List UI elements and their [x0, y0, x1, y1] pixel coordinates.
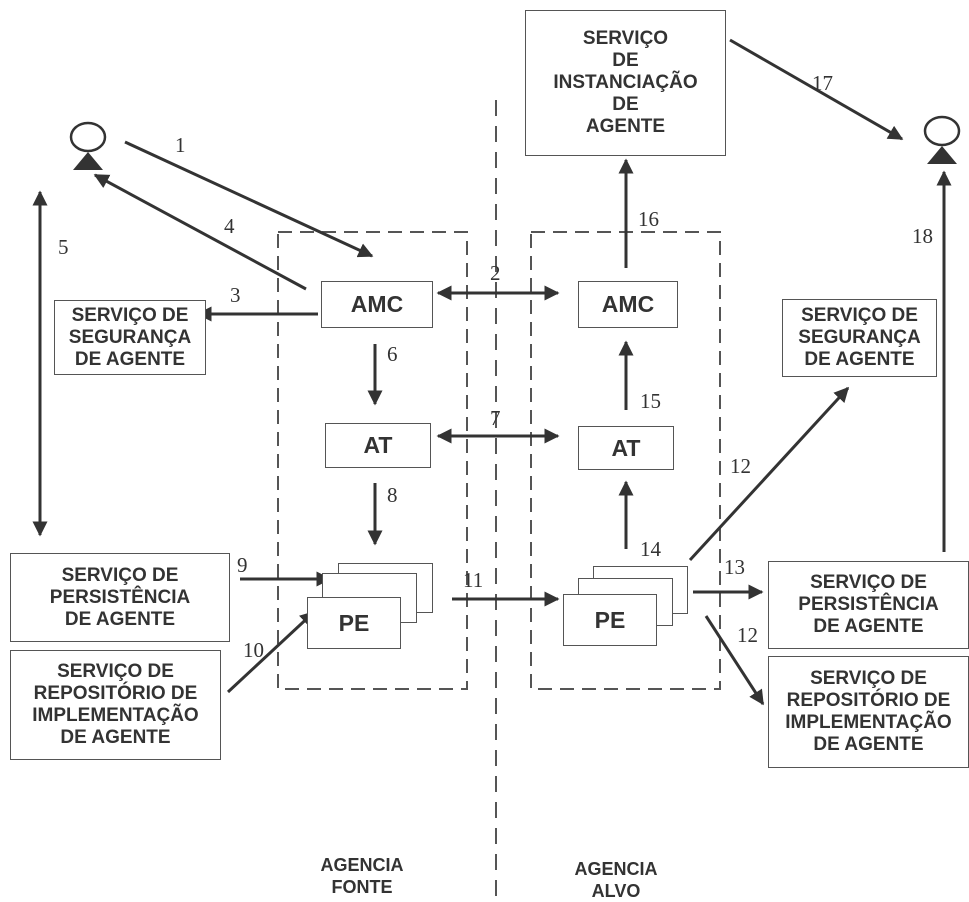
- arrow-10: [226, 610, 316, 694]
- box-line: SERVIÇO DE: [61, 564, 179, 586]
- step-label: 9: [237, 553, 248, 577]
- at-alvo-box: AT: [578, 426, 674, 470]
- arrow-12-upper: [688, 386, 850, 562]
- step-label: 11: [463, 568, 483, 592]
- box-line: REPOSITÓRIO DE: [33, 683, 198, 704]
- box-line: INSTANCIAÇÃO: [553, 72, 698, 93]
- agencia-alvo-label: AGENCIA ALVO: [546, 858, 686, 902]
- component-label: PE: [594, 606, 626, 633]
- step-label: 1: [175, 133, 186, 157]
- box-line: DE: [612, 94, 639, 115]
- box-line: AGENTE: [585, 116, 666, 137]
- footer-line: ALVO: [591, 881, 641, 901]
- agencia-fonte-label: AGENCIA FONTE: [292, 854, 432, 898]
- arrow-12-lower: [704, 615, 765, 706]
- box-line: DE AGENTE: [74, 348, 186, 370]
- footer-line: AGENCIA: [574, 859, 658, 879]
- agencia-fonte-boundary: [277, 231, 468, 690]
- at-fonte-box: AT: [325, 423, 431, 468]
- box-line: DE AGENTE: [60, 727, 171, 748]
- step-label: 14: [640, 537, 662, 561]
- step-label: 3: [230, 283, 241, 307]
- amc-alvo-box: AMC: [578, 281, 678, 328]
- user-icon: [69, 121, 107, 170]
- component-label: AMC: [350, 291, 404, 317]
- box-line: IMPLEMENTAÇÃO: [785, 712, 952, 733]
- box-line: DE AGENTE: [64, 608, 176, 630]
- servico-repositorio-fonte-box: SERVIÇO DE REPOSITÓRIO DE IMPLEMENTAÇÃO …: [10, 650, 221, 760]
- box-line: SERVIÇO DE: [810, 572, 927, 593]
- step-label: 4: [224, 214, 235, 238]
- pe-fonte-box: PE: [307, 597, 401, 649]
- servico-seguranca-alvo-box: SERVIÇO DE SEGURANÇA DE AGENTE: [782, 299, 937, 377]
- step-label: 15: [640, 389, 661, 413]
- servico-seguranca-fonte-box: SERVIÇO DE SEGURANÇA DE AGENTE: [54, 300, 206, 375]
- step-label: 12: [737, 623, 758, 647]
- footer-line: AGENCIA: [320, 855, 404, 875]
- box-line: REPOSITÓRIO DE: [786, 690, 951, 711]
- component-label: AMC: [601, 291, 655, 317]
- servico-persistencia-fonte-box: SERVIÇO DE PERSISTÊNCIA DE AGENTE: [10, 553, 230, 642]
- box-line: PERSISTÊNCIA: [798, 594, 939, 615]
- step-label: 18: [912, 224, 933, 248]
- component-label: PE: [338, 609, 370, 636]
- servico-instanciacao-box: SERVIÇO DE INSTANCIAÇÃO DE AGENTE: [525, 10, 726, 156]
- step-label: 8: [387, 483, 398, 507]
- box-line: SERVIÇO DE: [801, 305, 918, 326]
- component-label: AT: [363, 432, 393, 458]
- arrow-4: [93, 173, 307, 291]
- box-line: PERSISTÊNCIA: [49, 586, 191, 608]
- box-line: SERVIÇO DE: [57, 661, 174, 682]
- step-label: 12: [730, 454, 751, 478]
- step-label: 2: [490, 261, 501, 285]
- servico-persistencia-alvo-box: SERVIÇO DE PERSISTÊNCIA DE AGENTE: [768, 561, 969, 649]
- step-label: 7: [490, 406, 501, 430]
- box-line: SEGURANÇA: [798, 327, 921, 348]
- step-label: 13: [724, 555, 745, 579]
- box-line: SEGURANÇA: [68, 326, 192, 348]
- box-line: DE AGENTE: [813, 616, 924, 637]
- footer-line: FONTE: [331, 877, 393, 897]
- pe-alvo-box: PE: [563, 594, 657, 646]
- arrow-17: [729, 38, 904, 141]
- arrow-1: [124, 140, 374, 258]
- step-label: 16: [638, 207, 659, 231]
- step-label: 10: [243, 638, 264, 662]
- box-line: SERVIÇO DE: [810, 668, 927, 689]
- amc-fonte-box: AMC: [321, 281, 433, 328]
- step-label: 5: [58, 235, 69, 259]
- box-line: SERVIÇO: [582, 28, 669, 49]
- box-line: DE AGENTE: [804, 349, 915, 370]
- servico-repositorio-alvo-box: SERVIÇO DE REPOSITÓRIO DE IMPLEMENTAÇÃO …: [768, 656, 969, 768]
- user-icon: [923, 115, 961, 164]
- step-label: 6: [387, 342, 398, 366]
- box-line: DE AGENTE: [813, 734, 924, 755]
- component-label: AT: [611, 434, 641, 461]
- box-line: IMPLEMENTAÇÃO: [32, 705, 199, 726]
- box-line: SERVIÇO DE: [71, 304, 189, 326]
- step-label: 17: [812, 71, 833, 95]
- box-line: DE: [612, 50, 639, 71]
